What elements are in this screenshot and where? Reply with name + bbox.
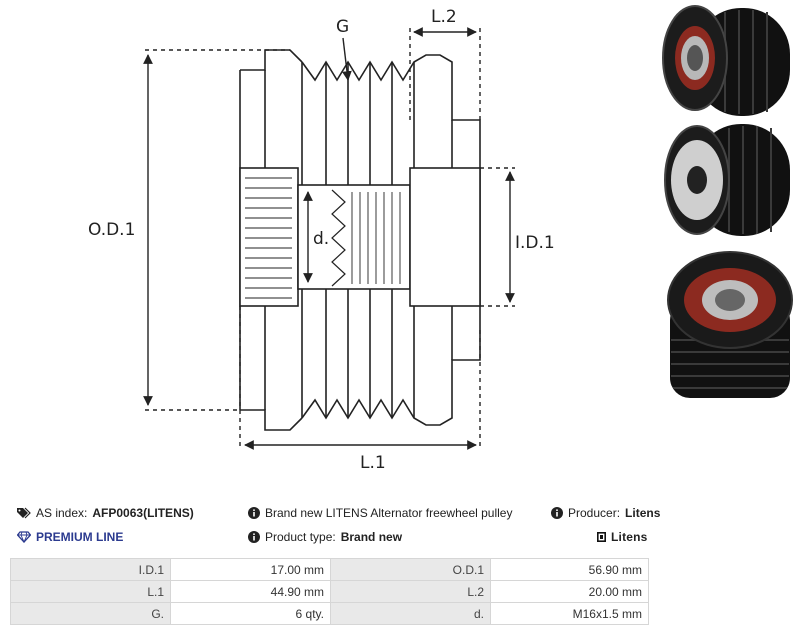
- spec-value: 56.90 mm: [490, 558, 649, 581]
- premium-line-text: PREMIUM LINE: [36, 530, 124, 544]
- description-text: Brand new LITENS Alternator freewheel pu…: [265, 506, 513, 520]
- spec-value: 17.00 mm: [170, 558, 331, 581]
- as-index-label: AS index:: [36, 506, 88, 520]
- spec-key: L.1: [10, 580, 171, 603]
- spec-key: L.2: [330, 580, 491, 603]
- label-l2: L.2: [431, 7, 457, 27]
- spec-key: O.D.1: [330, 558, 491, 581]
- as-index-value: AFP0063(LITENS): [92, 506, 194, 520]
- spec-value: 20.00 mm: [490, 580, 649, 603]
- description-info: Brand new LITENS Alternator freewheel pu…: [248, 506, 512, 520]
- label-id1: I.D.1: [515, 233, 555, 253]
- label-od1: O.D.1: [88, 220, 135, 240]
- product-type-info: Product type: Brand new: [248, 530, 402, 544]
- dimension-lines: [143, 27, 515, 450]
- label-d: d.: [313, 229, 329, 249]
- as-index-info: AS index: AFP0063(LITENS): [17, 506, 194, 520]
- technical-drawing: G L.2 O.D.1 I.D.1 d. L.1: [88, 7, 555, 473]
- premium-line-badge: PREMIUM LINE: [17, 530, 123, 544]
- spec-key: G.: [10, 602, 171, 625]
- table-row: G.6 qty.d.M16x1.5 mm: [10, 602, 649, 625]
- tags-icon: [17, 507, 31, 519]
- litens-logo-text: Litens: [611, 530, 648, 544]
- info-icon: [248, 507, 260, 519]
- producer-value: Litens: [625, 506, 661, 520]
- info-icon: [248, 531, 260, 543]
- product-photos: [655, 0, 800, 410]
- product-type-label: Product type:: [265, 530, 336, 544]
- producer-info: Producer: Litens: [551, 506, 660, 520]
- photo-pulley-angled: [667, 251, 793, 398]
- product-type-value: Brand new: [340, 530, 403, 544]
- label-l1: L.1: [360, 453, 386, 473]
- photo-pulley-front: [662, 5, 790, 116]
- spec-value: M16x1.5 mm: [490, 602, 649, 625]
- spec-value: 6 qty.: [170, 602, 331, 625]
- diamond-icon: [17, 531, 31, 543]
- spec-key: I.D.1: [10, 558, 171, 581]
- spec-value: 44.90 mm: [170, 580, 331, 603]
- brand-logo: Litens: [597, 530, 648, 544]
- spec-key: d.: [330, 602, 491, 625]
- pulley-outline: [239, 49, 481, 431]
- label-g: G: [336, 17, 349, 37]
- info-icon: [551, 507, 563, 519]
- litens-logo-mark-icon: [597, 532, 606, 542]
- photo-pulley-back: [664, 124, 790, 236]
- producer-label: Producer:: [568, 506, 621, 520]
